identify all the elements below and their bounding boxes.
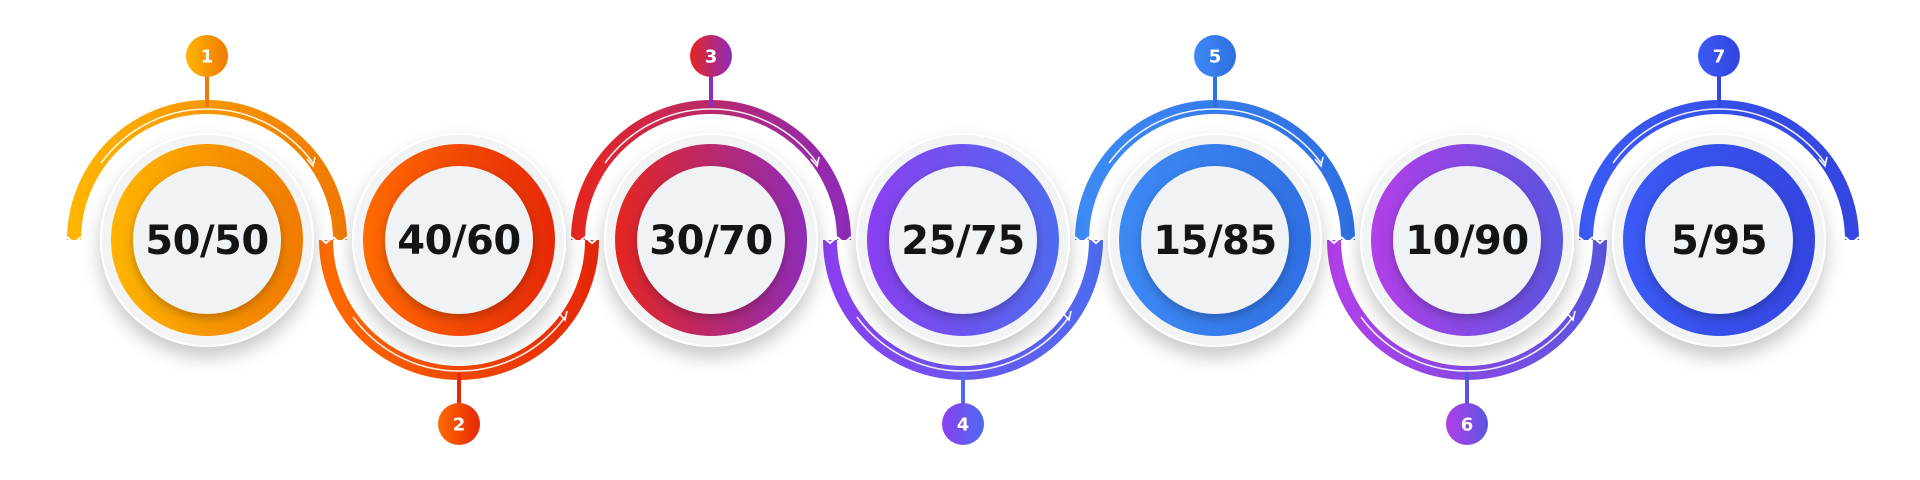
ratio-label-1: 50/50 bbox=[145, 218, 268, 264]
joint-mark-icon bbox=[318, 236, 334, 245]
connector-stems: 1 2 3 4 5 6 7 bbox=[186, 35, 1740, 445]
step-circle-5: 15/85 bbox=[1108, 133, 1322, 347]
step-badge-7 bbox=[1698, 35, 1740, 77]
step-circle-3: 30/70 bbox=[604, 133, 818, 347]
step-circles: 50/50 40/60 30/70 25/75 15/85 10/90 5/95 bbox=[100, 133, 1826, 347]
step-badge-5 bbox=[1194, 35, 1236, 77]
step-circle-2: 40/60 bbox=[352, 133, 566, 347]
joint-mark-icon bbox=[66, 236, 82, 245]
step-badge-3 bbox=[690, 35, 732, 77]
inner-disc bbox=[1393, 166, 1541, 314]
arrow-head-icon bbox=[558, 310, 568, 322]
arrow-head-icon bbox=[810, 156, 820, 168]
arc-arrow-line-7 bbox=[1612, 108, 1826, 164]
step-number-5: 5 bbox=[1209, 47, 1222, 68]
joint-mark-icon bbox=[1340, 236, 1356, 245]
step-circle-4: 25/75 bbox=[856, 133, 1070, 347]
inner-disc bbox=[637, 166, 785, 314]
inner-disc bbox=[889, 166, 1037, 314]
joint-mark-icon bbox=[332, 236, 348, 245]
joint-mark-icon bbox=[836, 236, 852, 245]
step-number-1: 1 bbox=[201, 47, 214, 68]
joint-mark-icon bbox=[1844, 236, 1860, 245]
step-badge-2 bbox=[438, 403, 480, 445]
step-number-4: 4 bbox=[957, 415, 970, 436]
arc-arrow-line-1 bbox=[100, 108, 314, 164]
joint-mark-icon bbox=[1326, 236, 1342, 245]
joint-mark-icon bbox=[1074, 236, 1090, 245]
ratio-label-4: 25/75 bbox=[901, 218, 1024, 264]
inner-disc bbox=[385, 166, 533, 314]
ratio-label-5: 15/85 bbox=[1153, 218, 1276, 264]
step-number-3: 3 bbox=[705, 47, 718, 68]
arc-arrow-line-2 bbox=[352, 316, 566, 372]
step-badge-1 bbox=[186, 35, 228, 77]
arrow-head-icon bbox=[1314, 156, 1324, 168]
joint-mark-icon bbox=[1592, 236, 1608, 245]
joint-mark-icon bbox=[822, 236, 838, 245]
ratio-label-2: 40/60 bbox=[397, 218, 520, 264]
inner-disc bbox=[1645, 166, 1793, 314]
inner-disc bbox=[133, 166, 281, 314]
arc-arrow-line-5 bbox=[1108, 108, 1322, 164]
step-circle-7: 5/95 bbox=[1612, 133, 1826, 347]
step-badge-6 bbox=[1446, 403, 1488, 445]
step-number-2: 2 bbox=[453, 415, 466, 436]
step-number-6: 6 bbox=[1461, 415, 1474, 436]
joint-mark-icon bbox=[1578, 236, 1594, 245]
inner-disc bbox=[1141, 166, 1289, 314]
step-circle-1: 50/50 bbox=[100, 133, 314, 347]
joint-mark-icon bbox=[570, 236, 586, 245]
step-number-7: 7 bbox=[1713, 47, 1726, 68]
ratio-label-7: 5/95 bbox=[1671, 218, 1767, 264]
arc-arrow-line-6 bbox=[1360, 316, 1574, 372]
step-circle-6: 10/90 bbox=[1360, 133, 1574, 347]
step-badge-4 bbox=[942, 403, 984, 445]
arrow-head-icon bbox=[306, 156, 316, 168]
joint-mark-icon bbox=[1088, 236, 1104, 245]
joint-mark-icon bbox=[584, 236, 600, 245]
arrow-head-icon bbox=[1566, 310, 1576, 322]
ratio-label-3: 30/70 bbox=[649, 218, 772, 264]
arc-arrow-line-3 bbox=[604, 108, 818, 164]
arc-arrow-line-4 bbox=[856, 316, 1070, 372]
ratio-label-6: 10/90 bbox=[1405, 218, 1528, 264]
arrow-head-icon bbox=[1818, 156, 1828, 168]
arrow-head-icon bbox=[1062, 310, 1072, 322]
